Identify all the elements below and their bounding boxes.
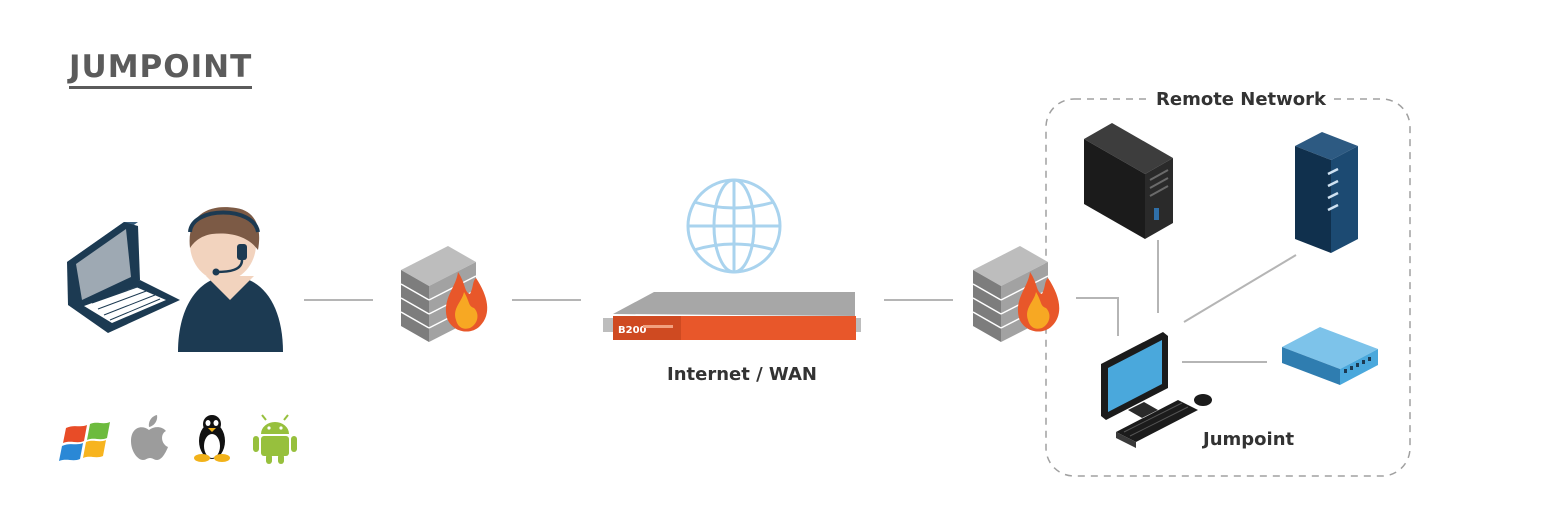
linux-icon [194,415,230,462]
network-switch-icon [1282,327,1378,385]
page-title: JUMPOINT [69,50,253,89]
remote-network-label: Remote Network [1150,89,1332,110]
jumpoint-label: Jumpoint [1203,429,1295,450]
rack-server-icon [1295,132,1358,253]
globe-icon [686,178,782,274]
rack-appliance-icon: B200 [603,292,861,340]
connection-lines [304,240,1297,363]
desktop-workstation-icon [1101,332,1212,448]
apple-icon [131,415,168,460]
support-technician-icon [178,207,283,352]
windows-icon [59,422,110,461]
laptop-icon [67,222,180,333]
tower-computer-icon [1084,123,1173,239]
line-rack-to-jumpoint [1183,254,1297,323]
appliance-model-text: B200 [618,325,647,336]
firewall-icon [400,246,488,342]
line-firewall-to-jumpoint [1076,297,1119,336]
firewall-icon [972,246,1060,342]
internet-wan-label: Internet / WAN [667,364,817,385]
android-icon [253,414,297,464]
remote-network-boundary [1045,98,1411,477]
